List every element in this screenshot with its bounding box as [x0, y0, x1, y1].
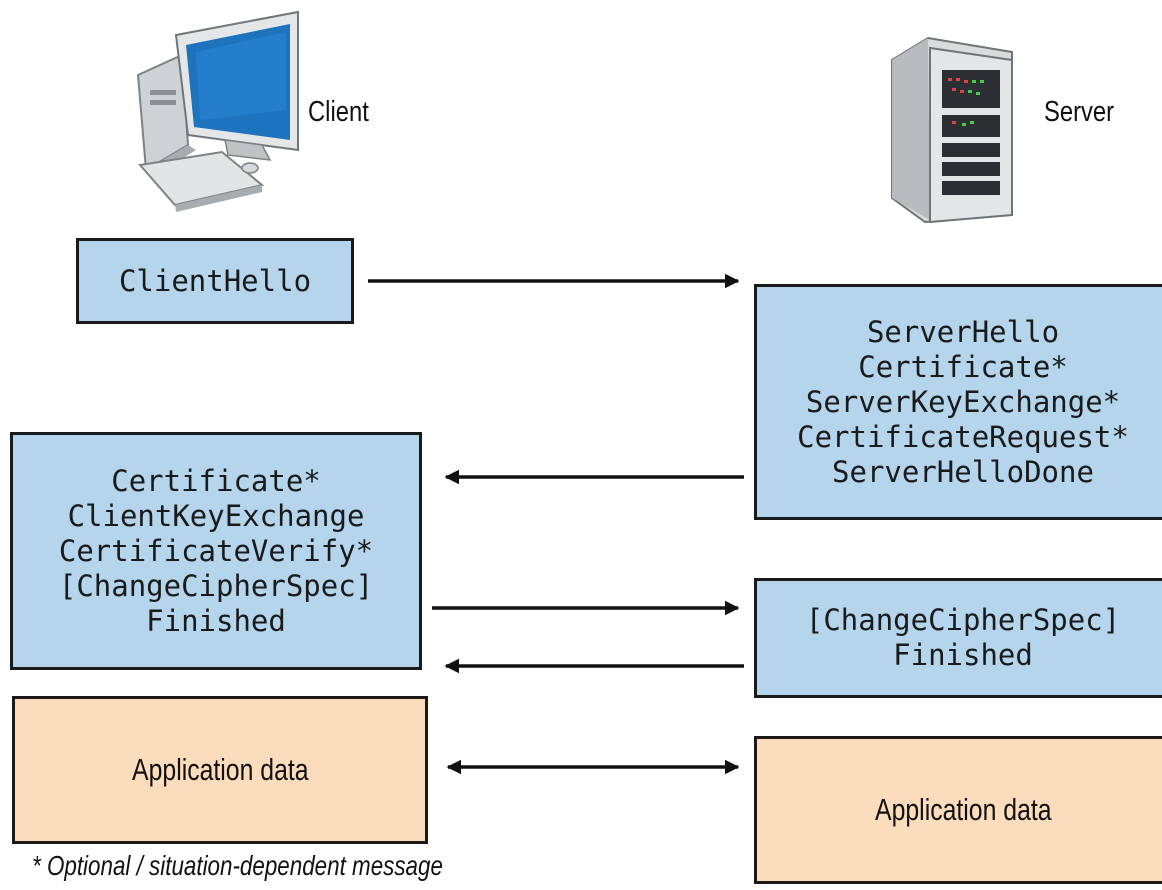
computer-icon	[136, 10, 299, 212]
server-label: Server	[1044, 96, 1115, 128]
message-line: Certificate*	[858, 349, 1068, 384]
client-hello-box: ClientHello	[76, 238, 354, 324]
message-line: CertificateVerify*	[58, 533, 374, 568]
application-data-label: Application data	[874, 792, 1052, 827]
application-data-label: Application data	[131, 752, 309, 787]
client-key-exchange-box: Certificate* ClientKeyExchange Certifica…	[10, 432, 422, 670]
client-label: Client	[308, 96, 369, 128]
message-line: ClientHello	[118, 263, 312, 298]
footnote: * Optional / situation-dependent message	[32, 850, 443, 881]
message-line: ServerKeyExchange*	[805, 384, 1121, 419]
server-icon	[891, 36, 1013, 224]
server-application-data-box: Application data	[754, 736, 1162, 884]
message-line: ServerHelloDone	[832, 454, 1094, 489]
message-line: [ChangeCipherSpec]	[58, 568, 374, 603]
message-line: [ChangeCipherSpec]	[805, 603, 1121, 637]
message-line: Finished	[146, 603, 286, 638]
server-hello-box: ServerHello Certificate* ServerKeyExchan…	[754, 284, 1162, 520]
message-line: CertificateRequest*	[797, 419, 1129, 454]
message-line: ServerHello	[866, 314, 1060, 349]
client-application-data-box: Application data	[12, 696, 428, 844]
message-line: Certificate*	[111, 463, 321, 498]
message-line: ClientKeyExchange	[67, 498, 365, 533]
message-line: Finished	[893, 638, 1033, 672]
server-finished-box: [ChangeCipherSpec] Finished	[754, 578, 1162, 698]
